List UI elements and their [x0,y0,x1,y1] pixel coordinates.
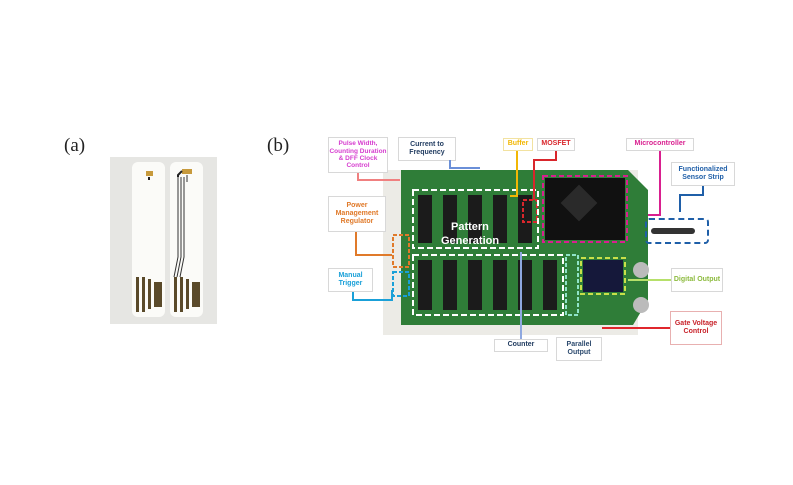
callout-parallel-output: Parallel Output [556,337,602,361]
connector-mosfet [533,151,557,200]
panel-label-a: (a) [64,135,86,156]
callout-current-to-frequency: Current to Frequency [398,137,456,161]
circuit-board-photo: Pattern Generation [383,160,673,335]
callout-digital-output: Digital Output [671,268,723,292]
sensor-strips-illustration [110,157,217,324]
connector-microcontroller [648,151,661,216]
svg-text:Generation: Generation [441,235,499,247]
callout-microcontroller: Microcontroller [626,138,694,151]
callout-power-management: Power Management Regulator [328,196,386,232]
pattern-generation-label: Pattern [451,221,489,233]
panel-label-b: (b) [267,135,290,156]
connector-pulse-width [357,173,400,181]
callout-buffer: Buffer [503,138,533,151]
connector-power [355,232,392,256]
sensor-strip-left [132,162,165,317]
callout-functionalized-sensor: Functionalized Sensor Strip [671,162,735,186]
callout-manual-trigger: Manual Trigger [328,268,373,292]
callout-counter: Counter [494,339,548,352]
connector-sensor [679,186,704,212]
callout-gate-voltage: Gate Voltage Control [670,311,722,345]
callout-pulse-width: Pulse Width, Counting Duration & DFF Clo… [328,137,388,173]
sensor-strip-box [645,218,709,244]
connector-buffer [510,151,518,197]
sensor-strips-photo [110,157,217,324]
connector-manual-trigger [352,290,393,301]
connector-current-to-frequency [449,160,480,169]
callout-mosfet: MOSFET [537,138,575,151]
circuit-board-illustration: Pattern Generation [383,170,649,335]
oled-display [583,260,623,292]
